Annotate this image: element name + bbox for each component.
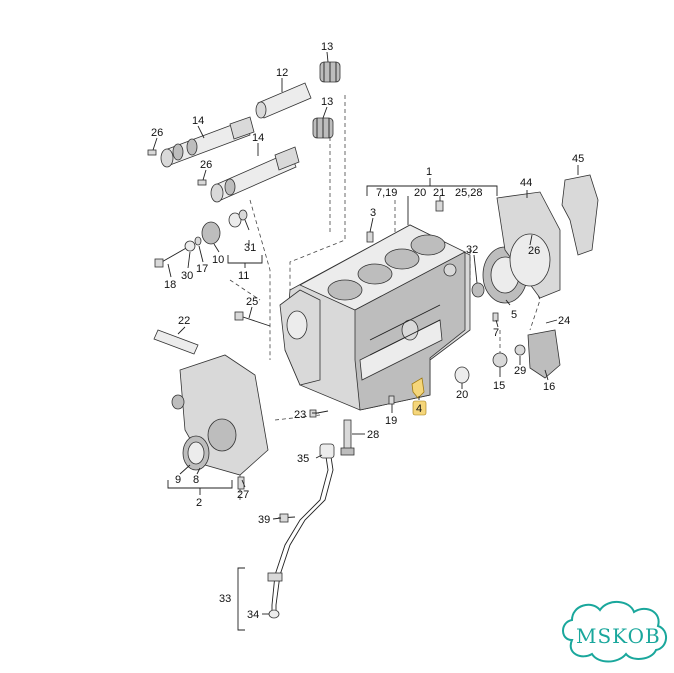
gear-10: [201, 209, 248, 245]
bolt-18: [154, 236, 202, 268]
callout-16: 16: [543, 381, 555, 393]
callout-4-highlight-box: [412, 400, 427, 416]
callout-8: 8: [193, 474, 199, 486]
callout-1: 1: [426, 166, 432, 178]
watermark-text: MSKOB: [576, 624, 661, 648]
callout-30: 30: [181, 270, 193, 282]
small-bolts-26: [147, 149, 207, 186]
callout-17: 17: [196, 263, 208, 275]
callout-header-25-28: 25,28: [455, 187, 483, 199]
callout-27: 27: [237, 489, 249, 501]
callout-26c: 26: [528, 245, 540, 257]
watermark-cloud-outline: [562, 601, 667, 663]
callout-32: 32: [466, 244, 478, 256]
callout-39: 39: [258, 514, 270, 526]
callout-13a: 13: [321, 41, 333, 53]
callout-header-21: 21: [433, 187, 445, 199]
sealant-tube-22: [153, 329, 199, 355]
plug-20: [454, 366, 470, 384]
callout-18: 18: [164, 279, 176, 291]
dipstick-guide-tube: [267, 443, 335, 619]
callout-4: 4: [416, 403, 422, 415]
callout-29: 29: [514, 365, 526, 377]
callout-26a: 26: [151, 127, 163, 139]
callout-44: 44: [520, 177, 532, 189]
bolt-23: [309, 409, 329, 418]
callout-31: 31: [244, 242, 256, 254]
bracket-16: [492, 329, 561, 379]
callout-34: 34: [247, 609, 259, 621]
callout-13b: 13: [321, 96, 333, 108]
callout-12: 12: [276, 67, 288, 79]
callout-33: 33: [219, 593, 231, 605]
balance-shaft-lower: [210, 146, 300, 203]
callout-5: 5: [511, 309, 517, 321]
callout-22: 22: [178, 315, 190, 327]
shaft-tube-12: [255, 82, 312, 119]
callout-25: 25: [246, 296, 258, 308]
balance-shaft-upper: [160, 116, 255, 168]
callout-header-20: 20: [414, 187, 426, 199]
callout-14a: 14: [192, 115, 204, 127]
bolt-27: [237, 476, 245, 490]
leader-lines: [152, 51, 579, 631]
callout-2: 2: [196, 497, 202, 509]
callout-26b: 26: [200, 159, 212, 171]
callout-35: 35: [297, 453, 309, 465]
callout-24: 24: [558, 315, 570, 327]
bolt-25: [234, 311, 271, 327]
callout-20: 20: [456, 389, 468, 401]
seal-8: [171, 394, 185, 410]
needle-bearing-13a: [319, 61, 341, 83]
callout-10: 10: [212, 254, 224, 266]
callout-labels: 13 12 13 14 14 26 26 18 30 17 10 11 31 1…: [151, 41, 584, 621]
bolt-28: [340, 419, 355, 456]
callout-19: 19: [385, 415, 397, 427]
callout-11: 11: [238, 270, 249, 282]
callout-7: 7: [493, 327, 499, 339]
callout-23: 23: [294, 409, 306, 421]
watermark: MSKOB: [562, 601, 667, 663]
callout-3: 3: [370, 207, 376, 219]
part-4-highlighted: [411, 377, 425, 399]
callout-28: 28: [367, 429, 379, 441]
plate-44: [496, 191, 561, 299]
plate-45: [561, 174, 599, 256]
needle-bearing-13b: [312, 117, 334, 139]
callout-45: 45: [572, 153, 584, 165]
callout-14b: 14: [252, 132, 264, 144]
callout-15: 15: [493, 380, 505, 392]
seal-32: [471, 282, 485, 298]
callout-9: 9: [175, 474, 181, 486]
callout-header-7-19: 7,19: [376, 187, 397, 199]
seal-9: [182, 435, 210, 471]
engine-block: [279, 224, 471, 411]
